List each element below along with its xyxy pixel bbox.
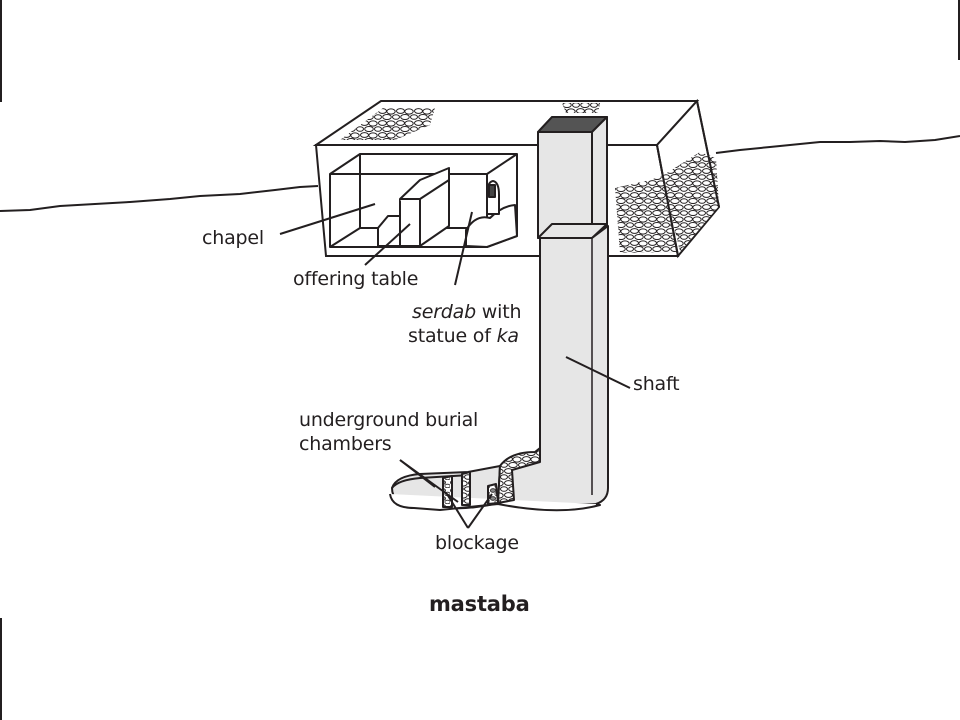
label-ka-word: ka [496, 325, 519, 347]
ground-line [0, 135, 960, 212]
diagram-title: mastaba [429, 592, 530, 616]
label-chapel: chapel [202, 227, 264, 249]
label-serdab-with: with [475, 301, 522, 323]
serdab [465, 180, 518, 248]
label-serdab-line2: statue of ka [408, 325, 519, 347]
label-serdab-word: serdab [412, 301, 476, 323]
label-blockage: blockage [435, 532, 519, 554]
label-shaft: shaft [633, 373, 680, 395]
shaft [489, 116, 609, 507]
label-offering-table: offering table [293, 268, 419, 290]
offering-table [377, 167, 450, 247]
label-serdab-line1: serdab with [412, 301, 522, 323]
label-burial-line1: underground burial [299, 409, 479, 431]
burial-chambers [389, 447, 601, 512]
leader-lines [279, 203, 631, 529]
label-burial-line2: chambers [299, 433, 392, 455]
label-statue-of: statue of [408, 325, 497, 347]
